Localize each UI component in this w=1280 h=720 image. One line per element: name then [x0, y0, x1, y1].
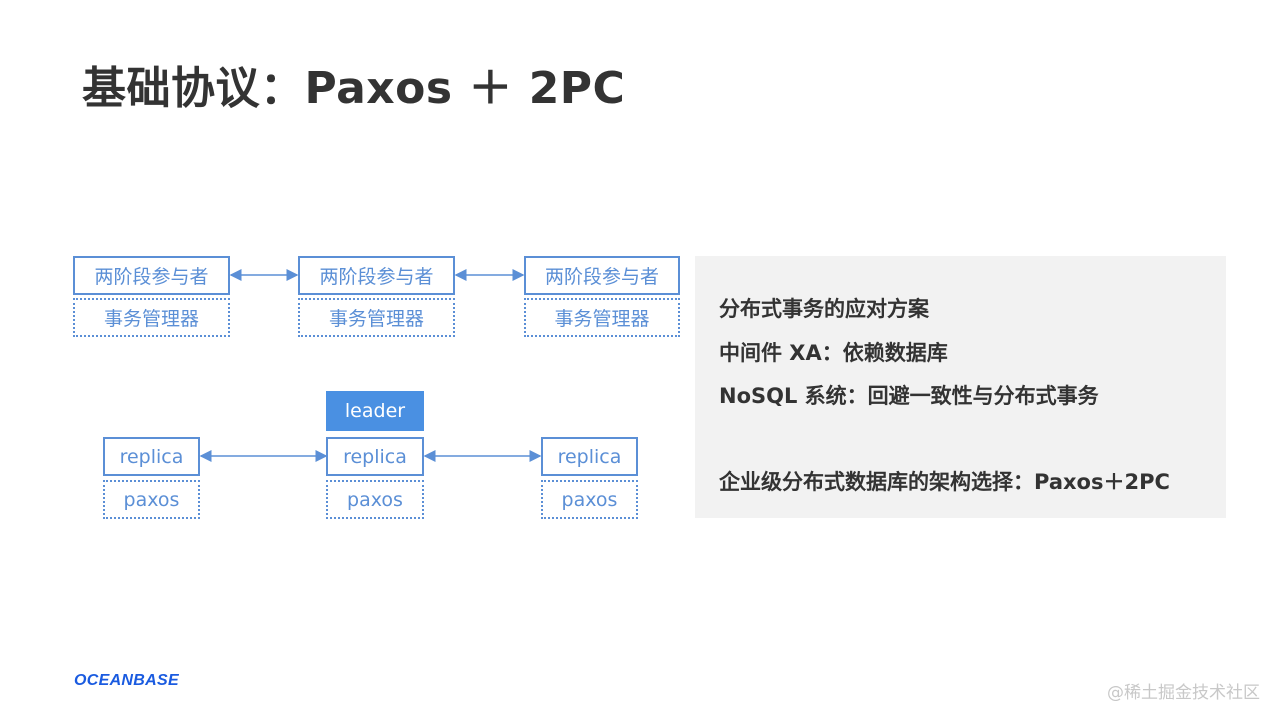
transaction-manager-box-1: 事务管理器 — [73, 298, 230, 337]
panel-line-xa: 中间件 XA：依赖数据库 — [719, 341, 948, 365]
participant-box-3: 两阶段参与者 — [524, 256, 680, 295]
replica-box-2: replica — [326, 437, 424, 476]
paxos-box-2: paxos — [326, 480, 424, 519]
paxos-box-3: paxos — [541, 480, 638, 519]
leader-badge: leader — [326, 391, 424, 431]
participant-box-2: 两阶段参与者 — [298, 256, 455, 295]
transaction-manager-box-2: 事务管理器 — [298, 298, 455, 337]
replica-box-1: replica — [103, 437, 200, 476]
oceanbase-logo: OCEANBASE — [74, 672, 179, 689]
transaction-manager-box-3: 事务管理器 — [524, 298, 680, 337]
replica-box-3: replica — [541, 437, 638, 476]
participant-box-1: 两阶段参与者 — [73, 256, 230, 295]
summary-panel: 分布式事务的应对方案 中间件 XA：依赖数据库 NoSQL 系统：回避一致性与分… — [695, 256, 1226, 518]
panel-line-solutions: 分布式事务的应对方案 — [719, 297, 929, 321]
panel-line-enterprise: 企业级分布式数据库的架构选择：Paxos＋2PC — [719, 470, 1170, 494]
paxos-box-1: paxos — [103, 480, 200, 519]
watermark: @稀土掘金技术社区 — [1107, 683, 1260, 703]
panel-line-nosql: NoSQL 系统：回避一致性与分布式事务 — [719, 384, 1099, 408]
page-title: 基础协议：Paxos ＋ 2PC — [82, 63, 626, 114]
